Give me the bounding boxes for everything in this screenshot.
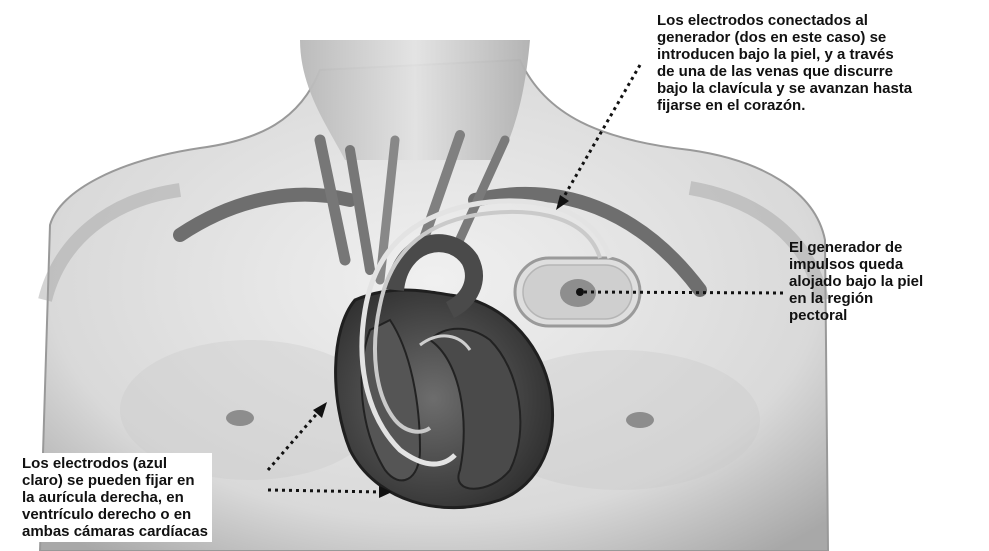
callout-electrodes-path-line-4: de una de las venas que discurre: [657, 63, 912, 80]
callout-generator-line-4: en la región: [789, 290, 923, 307]
callout-generator-line-3: alojado bajo la piel: [789, 273, 923, 290]
callout-electrodes-path-line-3: introducen bajo la piel, y a través: [657, 46, 912, 63]
callout-electrodes-fixation: Los electrodos (azul claro) se pueden fi…: [20, 453, 212, 542]
callout-electrodes-path-line-2: generador (dos en este caso) se: [657, 29, 912, 46]
left-nipple: [226, 410, 254, 426]
callout-fixation-line-4: ventrículo derecho o en: [22, 506, 208, 523]
callout-electrodes-path: Los electrodos conectados al generador (…: [657, 12, 912, 114]
callout-generator-line-5: pectoral: [789, 307, 923, 324]
right-nipple: [626, 412, 654, 428]
callout-fixation-line-2: claro) se pueden fijar en: [22, 472, 208, 489]
callout-generator-line-2: impulsos queda: [789, 256, 923, 273]
callout-generator-line-1: El generador de: [789, 239, 923, 256]
pointer-generator: [582, 292, 783, 293]
callout-electrodes-path-line-6: fijarse en el corazón.: [657, 97, 912, 114]
callout-electrodes-path-line-1: Los electrodos conectados al: [657, 12, 912, 29]
callout-fixation-line-1: Los electrodos (azul: [22, 455, 208, 472]
callout-fixation-line-3: la aurícula derecha, en: [22, 489, 208, 506]
callout-fixation-line-5: ambas cámaras cardíacas: [22, 523, 208, 540]
callout-electrodes-path-line-5: bajo la clavícula y se avanzan hasta: [657, 80, 912, 97]
callout-generator: El generador de impulsos queda alojado b…: [789, 239, 923, 324]
